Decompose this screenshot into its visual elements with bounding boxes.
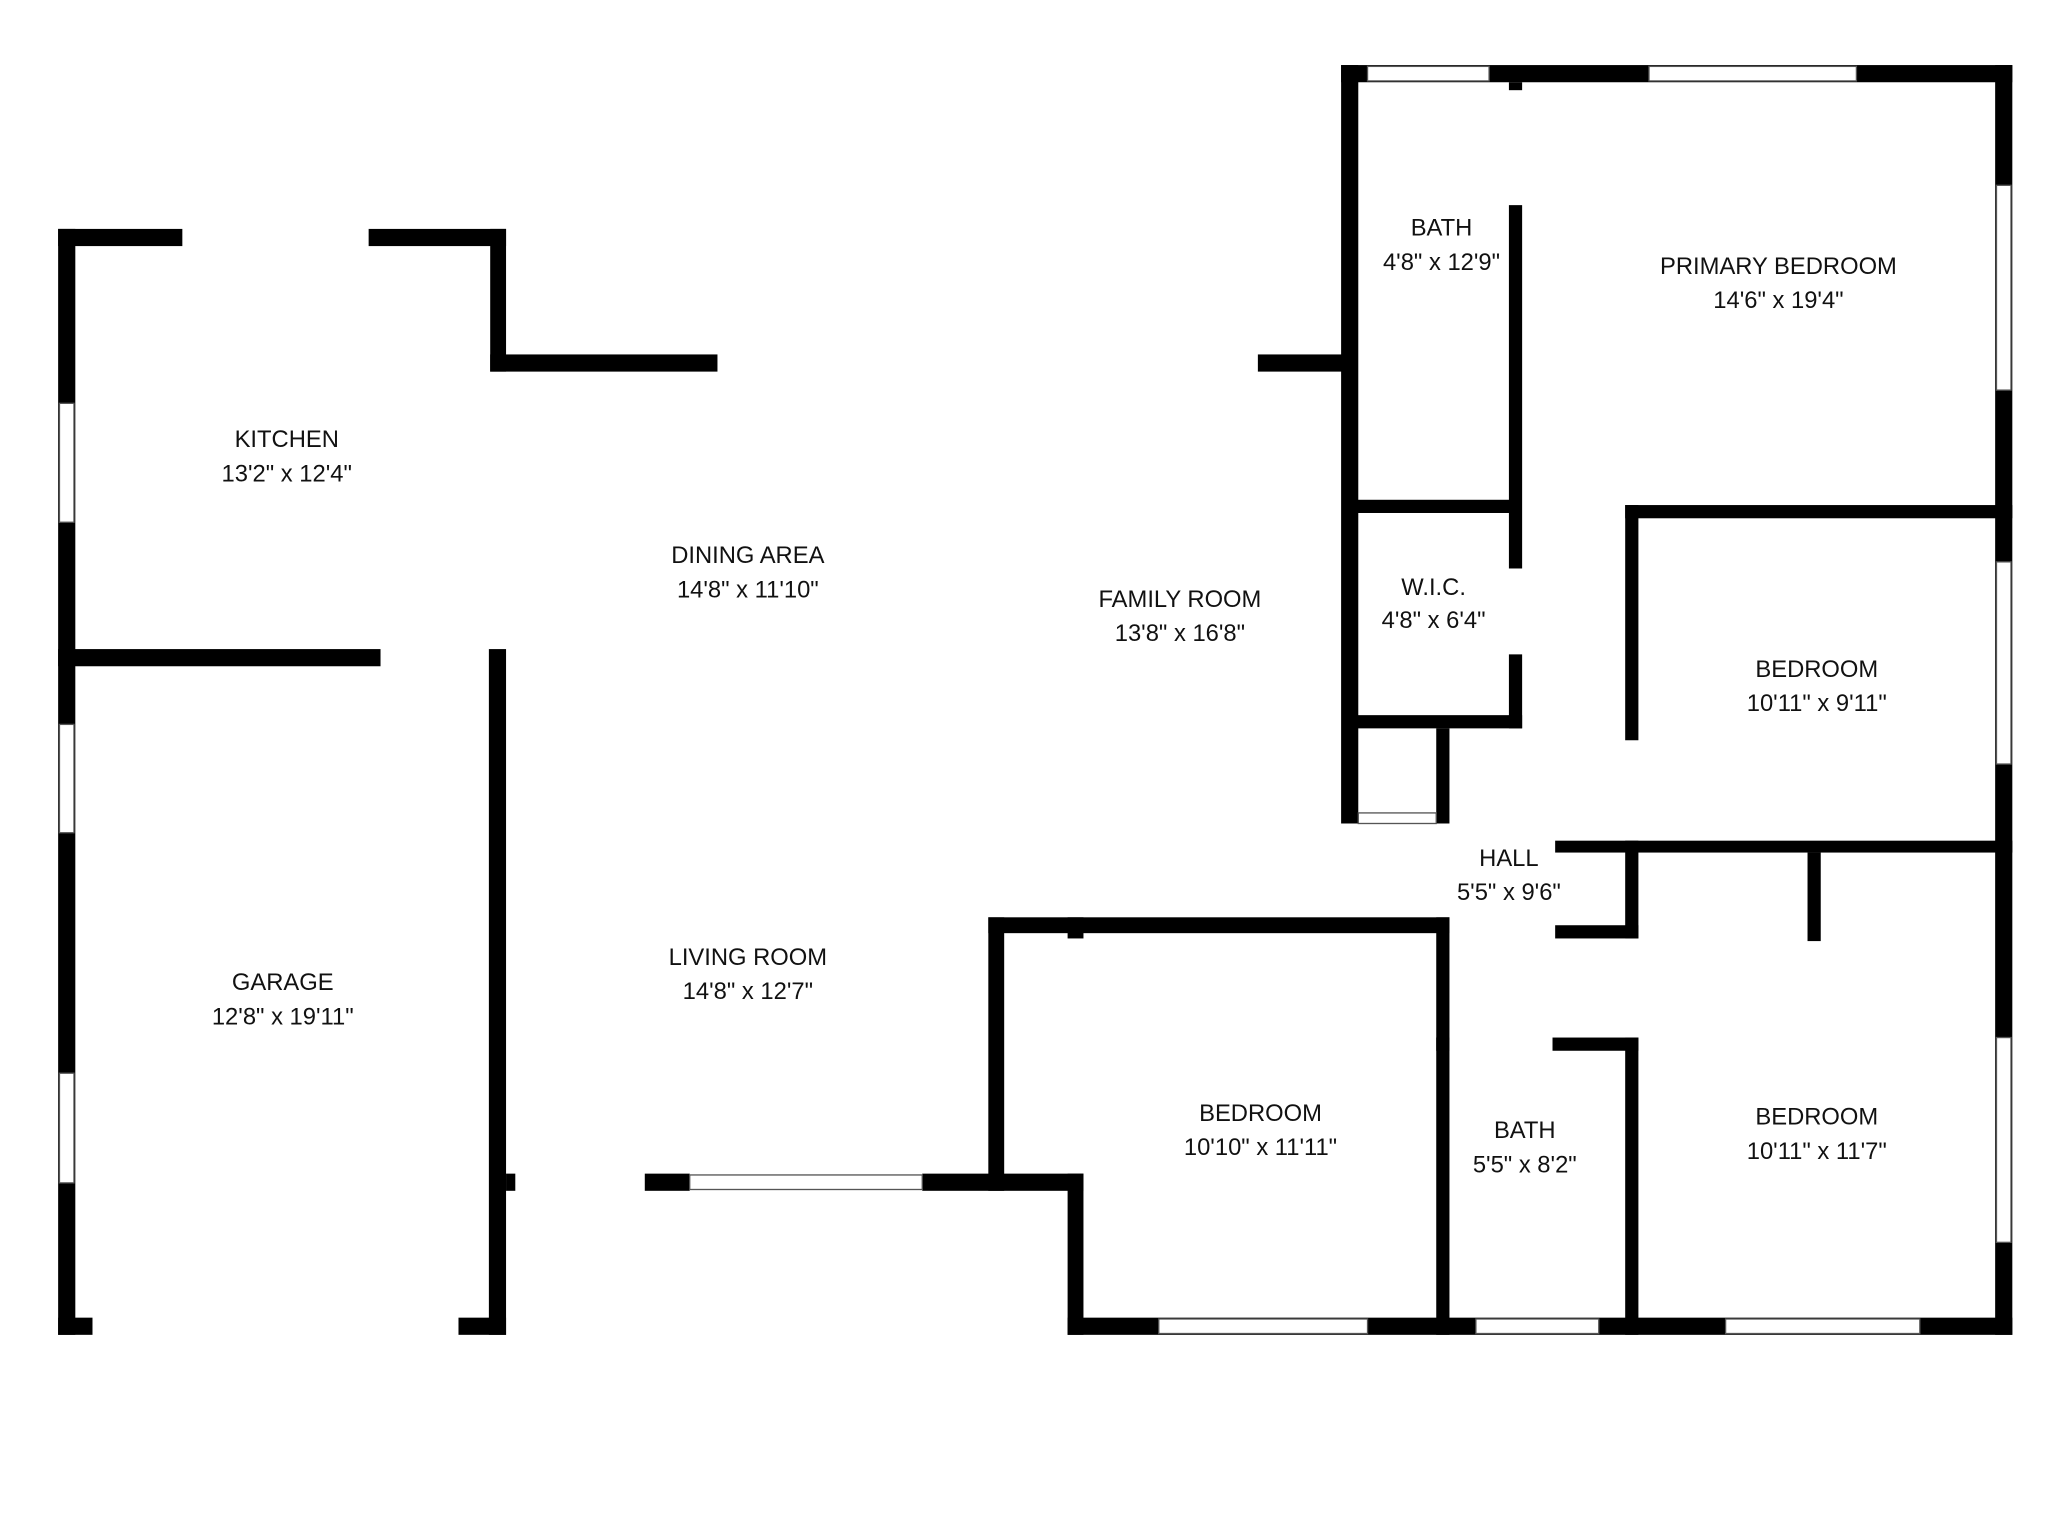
room-hall: HALL 5'5" x 9'6" [1457,845,1561,906]
room-name: DINING AREA [671,542,824,569]
room-kitchen: KITCHEN 13'2" x 12'4" [222,426,352,487]
room-size: 10'11" x 9'11" [1747,690,1887,717]
room-primary-bedroom: PRIMARY BEDROOM 14'6" x 19'4" [1660,253,1897,314]
room-size: 14'6" x 19'4" [1713,287,1843,314]
room-name: W.I.C. [1401,574,1466,601]
room-size: 10'10" x 11'11" [1184,1134,1337,1161]
room-size: 13'2" x 12'4" [222,460,352,487]
room-wic: W.I.C. 4'8" x 6'4" [1382,574,1486,634]
room-name: FAMILY ROOM [1098,586,1261,613]
room-size: 14'8" x 12'7" [683,978,813,1005]
room-size: 12'8" x 19'11" [212,1003,354,1030]
room-name: GARAGE [232,969,334,996]
room-name: KITCHEN [235,426,339,453]
room-family-room: FAMILY ROOM 13'8" x 16'8" [1098,586,1261,647]
room-name: LIVING ROOM [669,944,827,971]
room-size: 5'5" x 8'2" [1473,1151,1577,1178]
room-size: 5'5" x 9'6" [1457,879,1561,906]
room-size: 4'8" x 6'4" [1382,607,1486,634]
room-name: BATH [1411,215,1473,242]
room-name: BATH [1494,1117,1556,1144]
room-bedroom-3: BEDROOM 10'10" x 11'11" [1184,1100,1337,1161]
room-name: PRIMARY BEDROOM [1660,253,1897,280]
room-living-room: LIVING ROOM 14'8" x 12'7" [669,944,827,1005]
room-name: HALL [1479,845,1538,872]
room-primary-bath: BATH 4'8" x 12'9" [1383,215,1500,276]
windows [58,65,2012,1335]
room-garage: GARAGE 12'8" x 19'11" [212,969,354,1030]
room-hall-bath: BATH 5'5" x 8'2" [1473,1117,1577,1178]
room-size: 14'8" x 11'10" [677,577,819,604]
room-size: 10'11" x 11'7" [1747,1138,1887,1165]
room-name: BEDROOM [1755,1104,1878,1131]
room-size: 4'8" x 12'9" [1383,249,1500,276]
room-size: 13'8" x 16'8" [1115,620,1245,647]
room-name: BEDROOM [1755,656,1878,683]
room-dining-area: DINING AREA 14'8" x 11'10" [671,542,824,603]
room-bedroom-4: BEDROOM 10'11" x 11'7" [1747,1104,1887,1165]
room-bedroom-2: BEDROOM 10'11" x 9'11" [1747,656,1887,717]
room-name: BEDROOM [1199,1100,1322,1127]
